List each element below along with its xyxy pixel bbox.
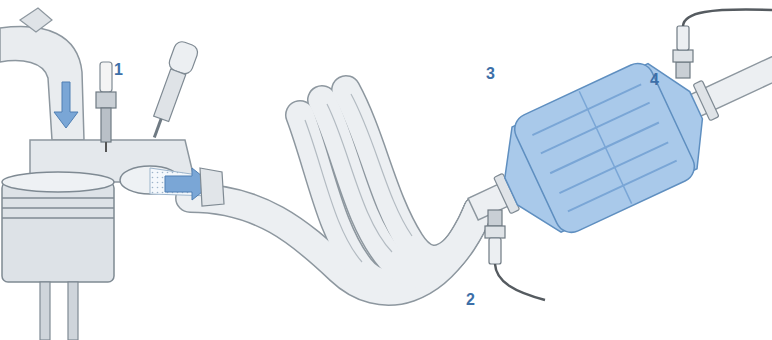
converter-body <box>510 58 700 237</box>
converter-shell <box>487 53 721 244</box>
piston-ring <box>2 197 114 199</box>
oxygen-sensor-downstream <box>673 10 772 78</box>
spark-plug <box>96 62 116 152</box>
sensor-body <box>489 238 501 264</box>
connecting-rod <box>68 282 78 340</box>
sensor-thread <box>488 210 502 226</box>
exhaust-manifold-outline <box>190 90 478 291</box>
callout-number: 4 <box>650 72 659 88</box>
sensor-thread <box>676 62 690 78</box>
converter-seam <box>579 91 631 203</box>
callout-number: 2 <box>466 292 475 308</box>
exhaust-manifold-fill <box>190 90 478 291</box>
rib <box>532 84 641 135</box>
sensor-body <box>677 26 689 50</box>
intake-pipe <box>0 27 84 140</box>
manifold-pipe <box>346 90 478 259</box>
sensor-hex <box>673 50 693 62</box>
rib <box>550 123 659 174</box>
valve-stem <box>154 119 161 138</box>
piston <box>2 172 114 340</box>
piston-body <box>2 182 114 282</box>
plug-insulator <box>100 62 112 92</box>
plug-hex <box>96 92 116 108</box>
callout-number: 3 <box>486 66 495 82</box>
plug-electrode <box>105 142 107 152</box>
callout-number: 1 <box>114 62 123 78</box>
intake-port <box>0 8 84 140</box>
catalytic-converter <box>446 3 772 267</box>
plug-thread <box>101 108 111 142</box>
rib <box>568 161 677 212</box>
rib <box>541 103 650 154</box>
shade-line <box>305 120 362 262</box>
piston-ring <box>2 217 114 219</box>
manifold-shading <box>305 94 412 262</box>
converter-ribs <box>532 84 676 211</box>
oxygen-sensor-upstream <box>485 210 545 300</box>
rib <box>559 142 668 193</box>
piston-ring <box>2 207 114 209</box>
sensor-cable <box>495 264 545 300</box>
exhaust-port <box>120 166 224 206</box>
manifold-flange <box>200 168 224 206</box>
intake-flow-arrow <box>54 82 78 128</box>
shade-line <box>351 94 412 236</box>
connecting-rod <box>40 282 50 340</box>
sensor-cable <box>683 10 772 26</box>
intake-flange <box>20 8 52 32</box>
exhaust-valve <box>143 40 200 142</box>
shade-line <box>327 104 392 252</box>
sensor-hex <box>485 226 505 238</box>
valve-body <box>154 69 186 121</box>
piston-crown <box>2 172 114 192</box>
